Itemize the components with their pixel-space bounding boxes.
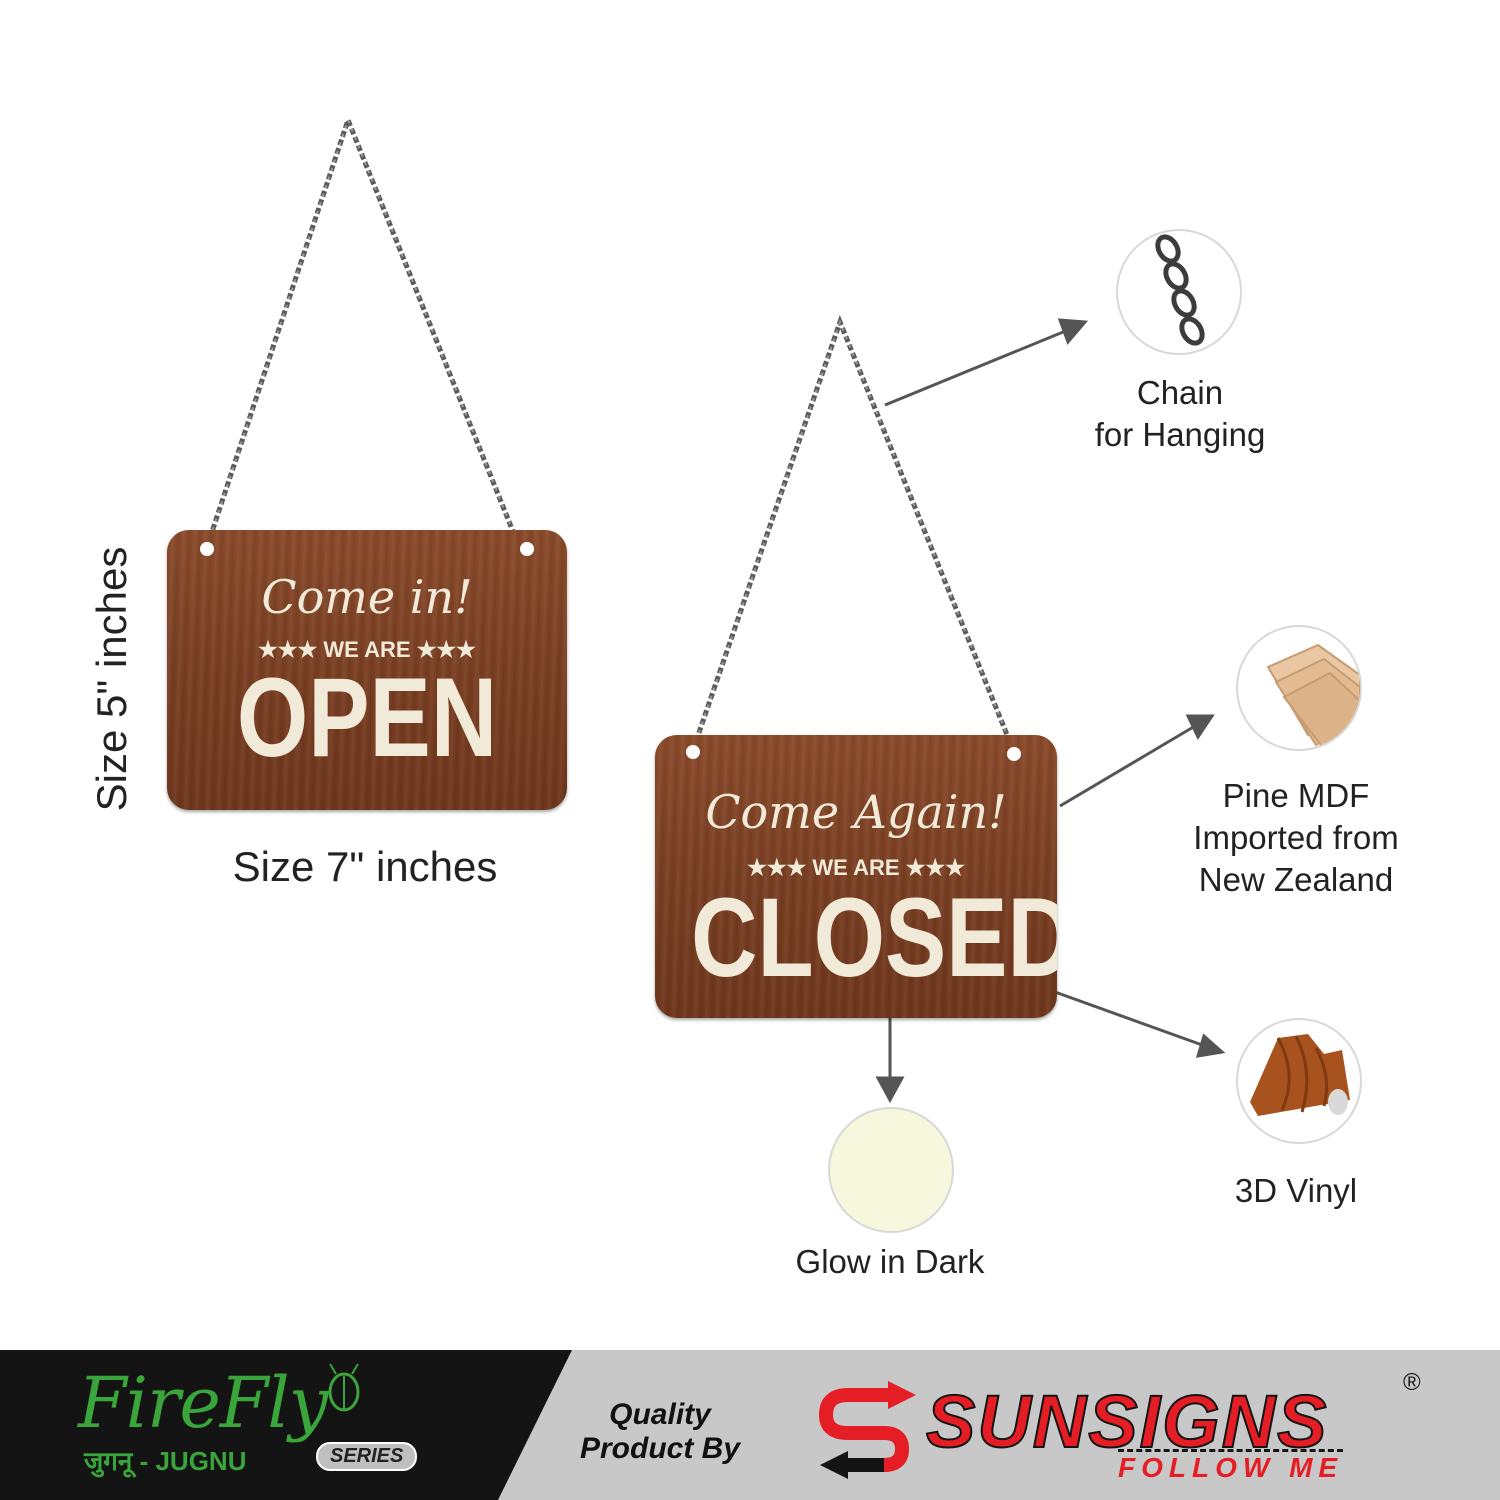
vinyl-feature-circle bbox=[1236, 1018, 1362, 1144]
open-sign-sub-text: ★★★ WE ARE ★★★ bbox=[258, 637, 476, 662]
open-sign: Come in! ★★★ WE ARE ★★★ OPEN bbox=[167, 530, 567, 810]
closed-sign-chain bbox=[690, 314, 1017, 753]
chain-icon bbox=[1155, 234, 1205, 346]
series-badge: SERIES bbox=[316, 1442, 418, 1471]
mdf-boards-icon bbox=[1266, 643, 1360, 749]
mdf-feature-label: Pine MDF Imported from New Zealand bbox=[1193, 777, 1399, 898]
chain-feature-label: Chain for Hanging bbox=[1094, 374, 1266, 453]
height-dimension-label: Size 5" inches bbox=[88, 546, 135, 812]
closed-sign-script-text: Come Again! bbox=[705, 785, 1007, 839]
open-sign-main-text: OPEN bbox=[236, 655, 498, 780]
width-dimension-label: Size 7" inches bbox=[232, 843, 498, 890]
closed-sign-sub-text: ★★★ WE ARE ★★★ bbox=[747, 855, 965, 880]
vinyl-feature-label: 3D Vinyl bbox=[1234, 1172, 1358, 1209]
open-sign-script-text: Come in! bbox=[261, 570, 473, 624]
quality-text: Quality Product By bbox=[579, 1398, 741, 1465]
closed-sign-main-text: CLOSED bbox=[691, 875, 1057, 1000]
mdf-feature-circle bbox=[1236, 625, 1362, 751]
firefly-bug-icon bbox=[328, 1363, 360, 1412]
firefly-brand-text: FireFly bbox=[78, 1362, 328, 1444]
firefly-sub-text: जुगनू - JUGNU bbox=[84, 1446, 247, 1476]
closed-sign: Come Again! ★★★ WE ARE ★★★ CLOSED bbox=[655, 735, 1057, 1018]
sunsigns-logo: SUNSIGNS ® FOLLOW ME bbox=[818, 1365, 1438, 1485]
glow-swatch-circle bbox=[828, 1107, 954, 1233]
chain-feature-circle bbox=[1116, 229, 1242, 355]
firefly-logo: FireFly जुगनू - JUGNU SERIES bbox=[78, 1362, 478, 1482]
sunsigns-tagline: FOLLOW ME bbox=[1118, 1449, 1344, 1484]
open-sign-chain bbox=[204, 112, 523, 550]
callout-arrows bbox=[875, 318, 1226, 1104]
registered-mark: ® bbox=[1403, 1369, 1421, 1396]
glow-feature-label: Glow in Dark bbox=[795, 1243, 985, 1280]
sunsigns-s-icon bbox=[818, 1381, 916, 1479]
wood-vinyl-icon bbox=[1250, 1034, 1350, 1116]
footer-grey-band bbox=[498, 1350, 1500, 1500]
